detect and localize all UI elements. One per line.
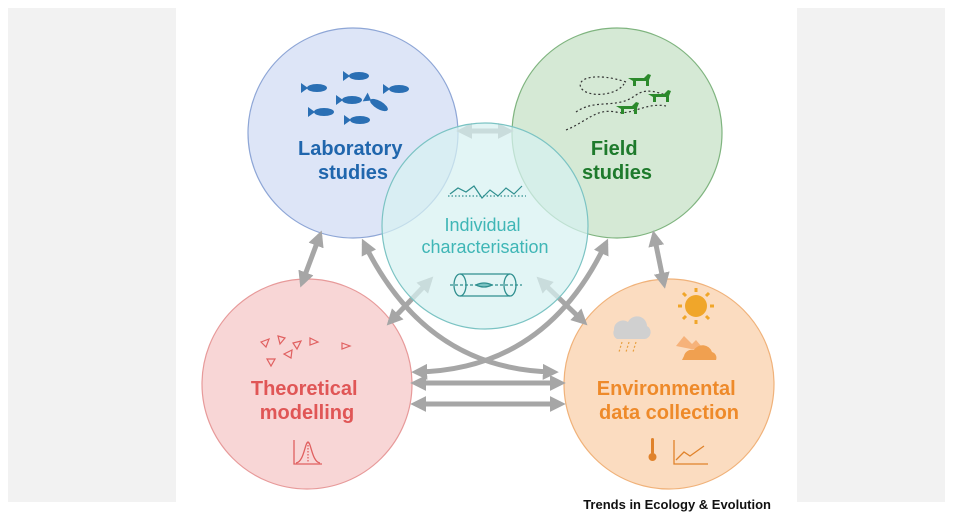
- weather-icon: [613, 288, 717, 360]
- environmental-title-line2: data collection: [599, 402, 739, 424]
- laboratory-title-line2: studies: [318, 162, 388, 184]
- thermometer-trend-icon: [648, 438, 708, 465]
- theoretical-title-line1: Theoretical: [251, 378, 358, 400]
- field-title-line1: Field: [591, 138, 638, 160]
- research-approaches-diagram: Laboratory studies Field studies Individ…: [176, 0, 797, 517]
- arrow-field-env: [648, 230, 670, 289]
- field-title-line2: studies: [582, 162, 652, 184]
- distribution-curve-icon: [293, 440, 322, 465]
- environmental-title-line1: Environmental: [597, 378, 736, 400]
- fish-tunnel-icon: [450, 273, 522, 297]
- laboratory-title: Laboratory studies: [298, 138, 408, 184]
- agents-icon: [259, 335, 352, 368]
- laboratory-title-line1: Laboratory: [298, 138, 403, 160]
- individual-title-line2: characterisation: [421, 237, 548, 257]
- left-margin-panel: [8, 8, 176, 502]
- arrow-field-theory-curve: [411, 238, 609, 380]
- wolves-tracks-icon: [565, 74, 671, 131]
- theoretical-title: Theoretical modelling: [251, 378, 363, 424]
- individual-title-line1: Individual: [444, 215, 520, 235]
- individual-title: Individual characterisation: [421, 215, 548, 257]
- environmental-title: Environmental data collection: [597, 378, 741, 424]
- theoretical-title-line2: modelling: [260, 402, 354, 424]
- individual-circle: [381, 122, 589, 330]
- field-title: Field studies: [582, 138, 652, 184]
- arrow-lab-theory: [298, 230, 324, 288]
- journal-credit: Trends in Ecology & Evolution: [583, 497, 771, 512]
- fish-school-icon: [301, 71, 409, 125]
- right-margin-panel: [797, 8, 945, 502]
- time-series-icon: [448, 185, 526, 199]
